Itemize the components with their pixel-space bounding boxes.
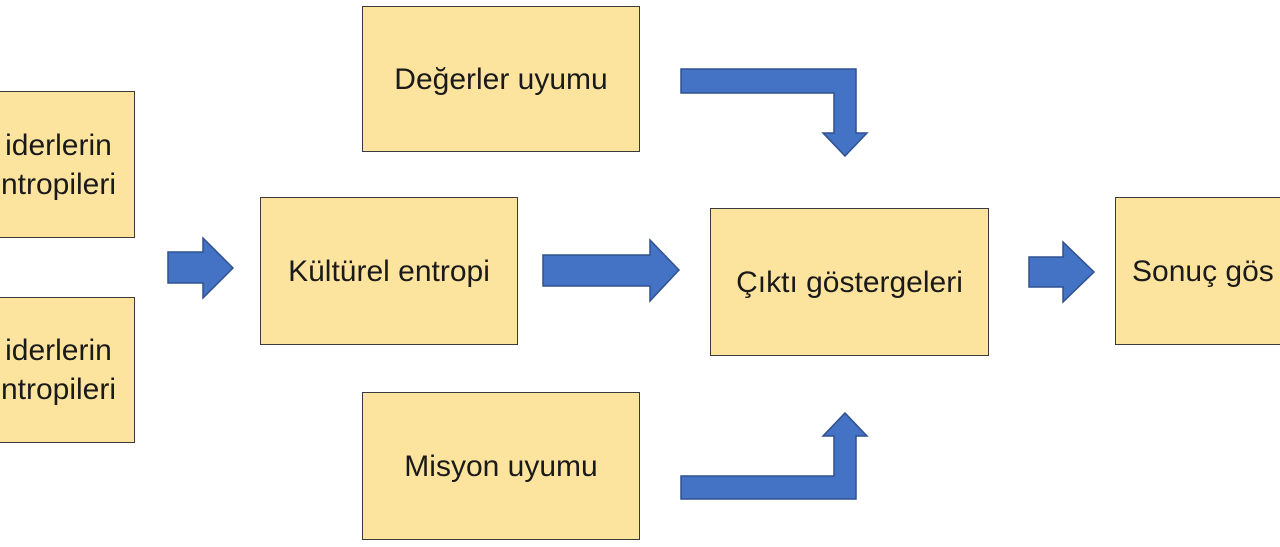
leaders-entropy-label-1: iderlerin ntropileri — [0, 128, 116, 201]
output-indicators-label: Çıktı göstergeleri — [736, 265, 963, 299]
cultural-entropy-label: Kültürel entropi — [288, 254, 490, 288]
arrow-output-to-result — [1028, 240, 1096, 304]
leaders-entropy-box-2: iderlerin ntropileri — [0, 297, 135, 443]
leaders-entropy-box-1: iderlerin ntropileri — [0, 91, 135, 238]
arrow-mission-to-output — [680, 411, 869, 500]
mission-alignment-label: Misyon uyumu — [404, 449, 598, 483]
mission-alignment-box: Misyon uyumu — [362, 392, 640, 540]
result-indicators-label: Sonuç gös — [1132, 254, 1274, 288]
values-alignment-label: Değerler uyumu — [394, 62, 608, 96]
arrow-values-to-output — [680, 68, 869, 158]
result-indicators-box: Sonuç gös — [1115, 197, 1280, 345]
leaders-entropy-label-2: iderlerin ntropileri — [0, 334, 116, 406]
arrow-culture-to-output — [542, 238, 681, 303]
cultural-entropy-box: Kültürel entropi — [260, 197, 518, 345]
output-indicators-box: Çıktı göstergeleri — [710, 208, 989, 356]
arrow-leaders-to-culture — [167, 236, 235, 300]
values-alignment-box: Değerler uyumu — [362, 6, 640, 152]
